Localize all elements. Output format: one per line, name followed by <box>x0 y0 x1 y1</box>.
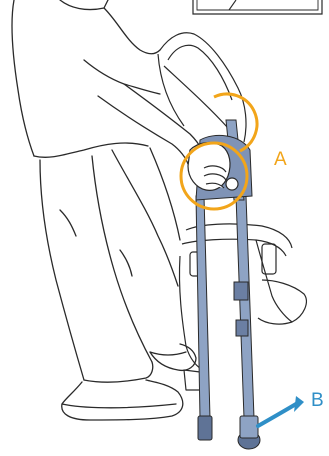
instruction-frame <box>192 0 323 15</box>
highlight-ring-top <box>213 92 259 153</box>
hand <box>187 141 239 191</box>
callout-label-a: A <box>274 149 287 170</box>
person-figure <box>11 0 203 421</box>
curved-arrow-icon <box>256 402 298 428</box>
highlight-ring-hinge <box>179 141 249 211</box>
arrow-head <box>294 396 304 412</box>
callout-label-b: B <box>311 390 324 411</box>
high-chair-body <box>157 32 307 391</box>
